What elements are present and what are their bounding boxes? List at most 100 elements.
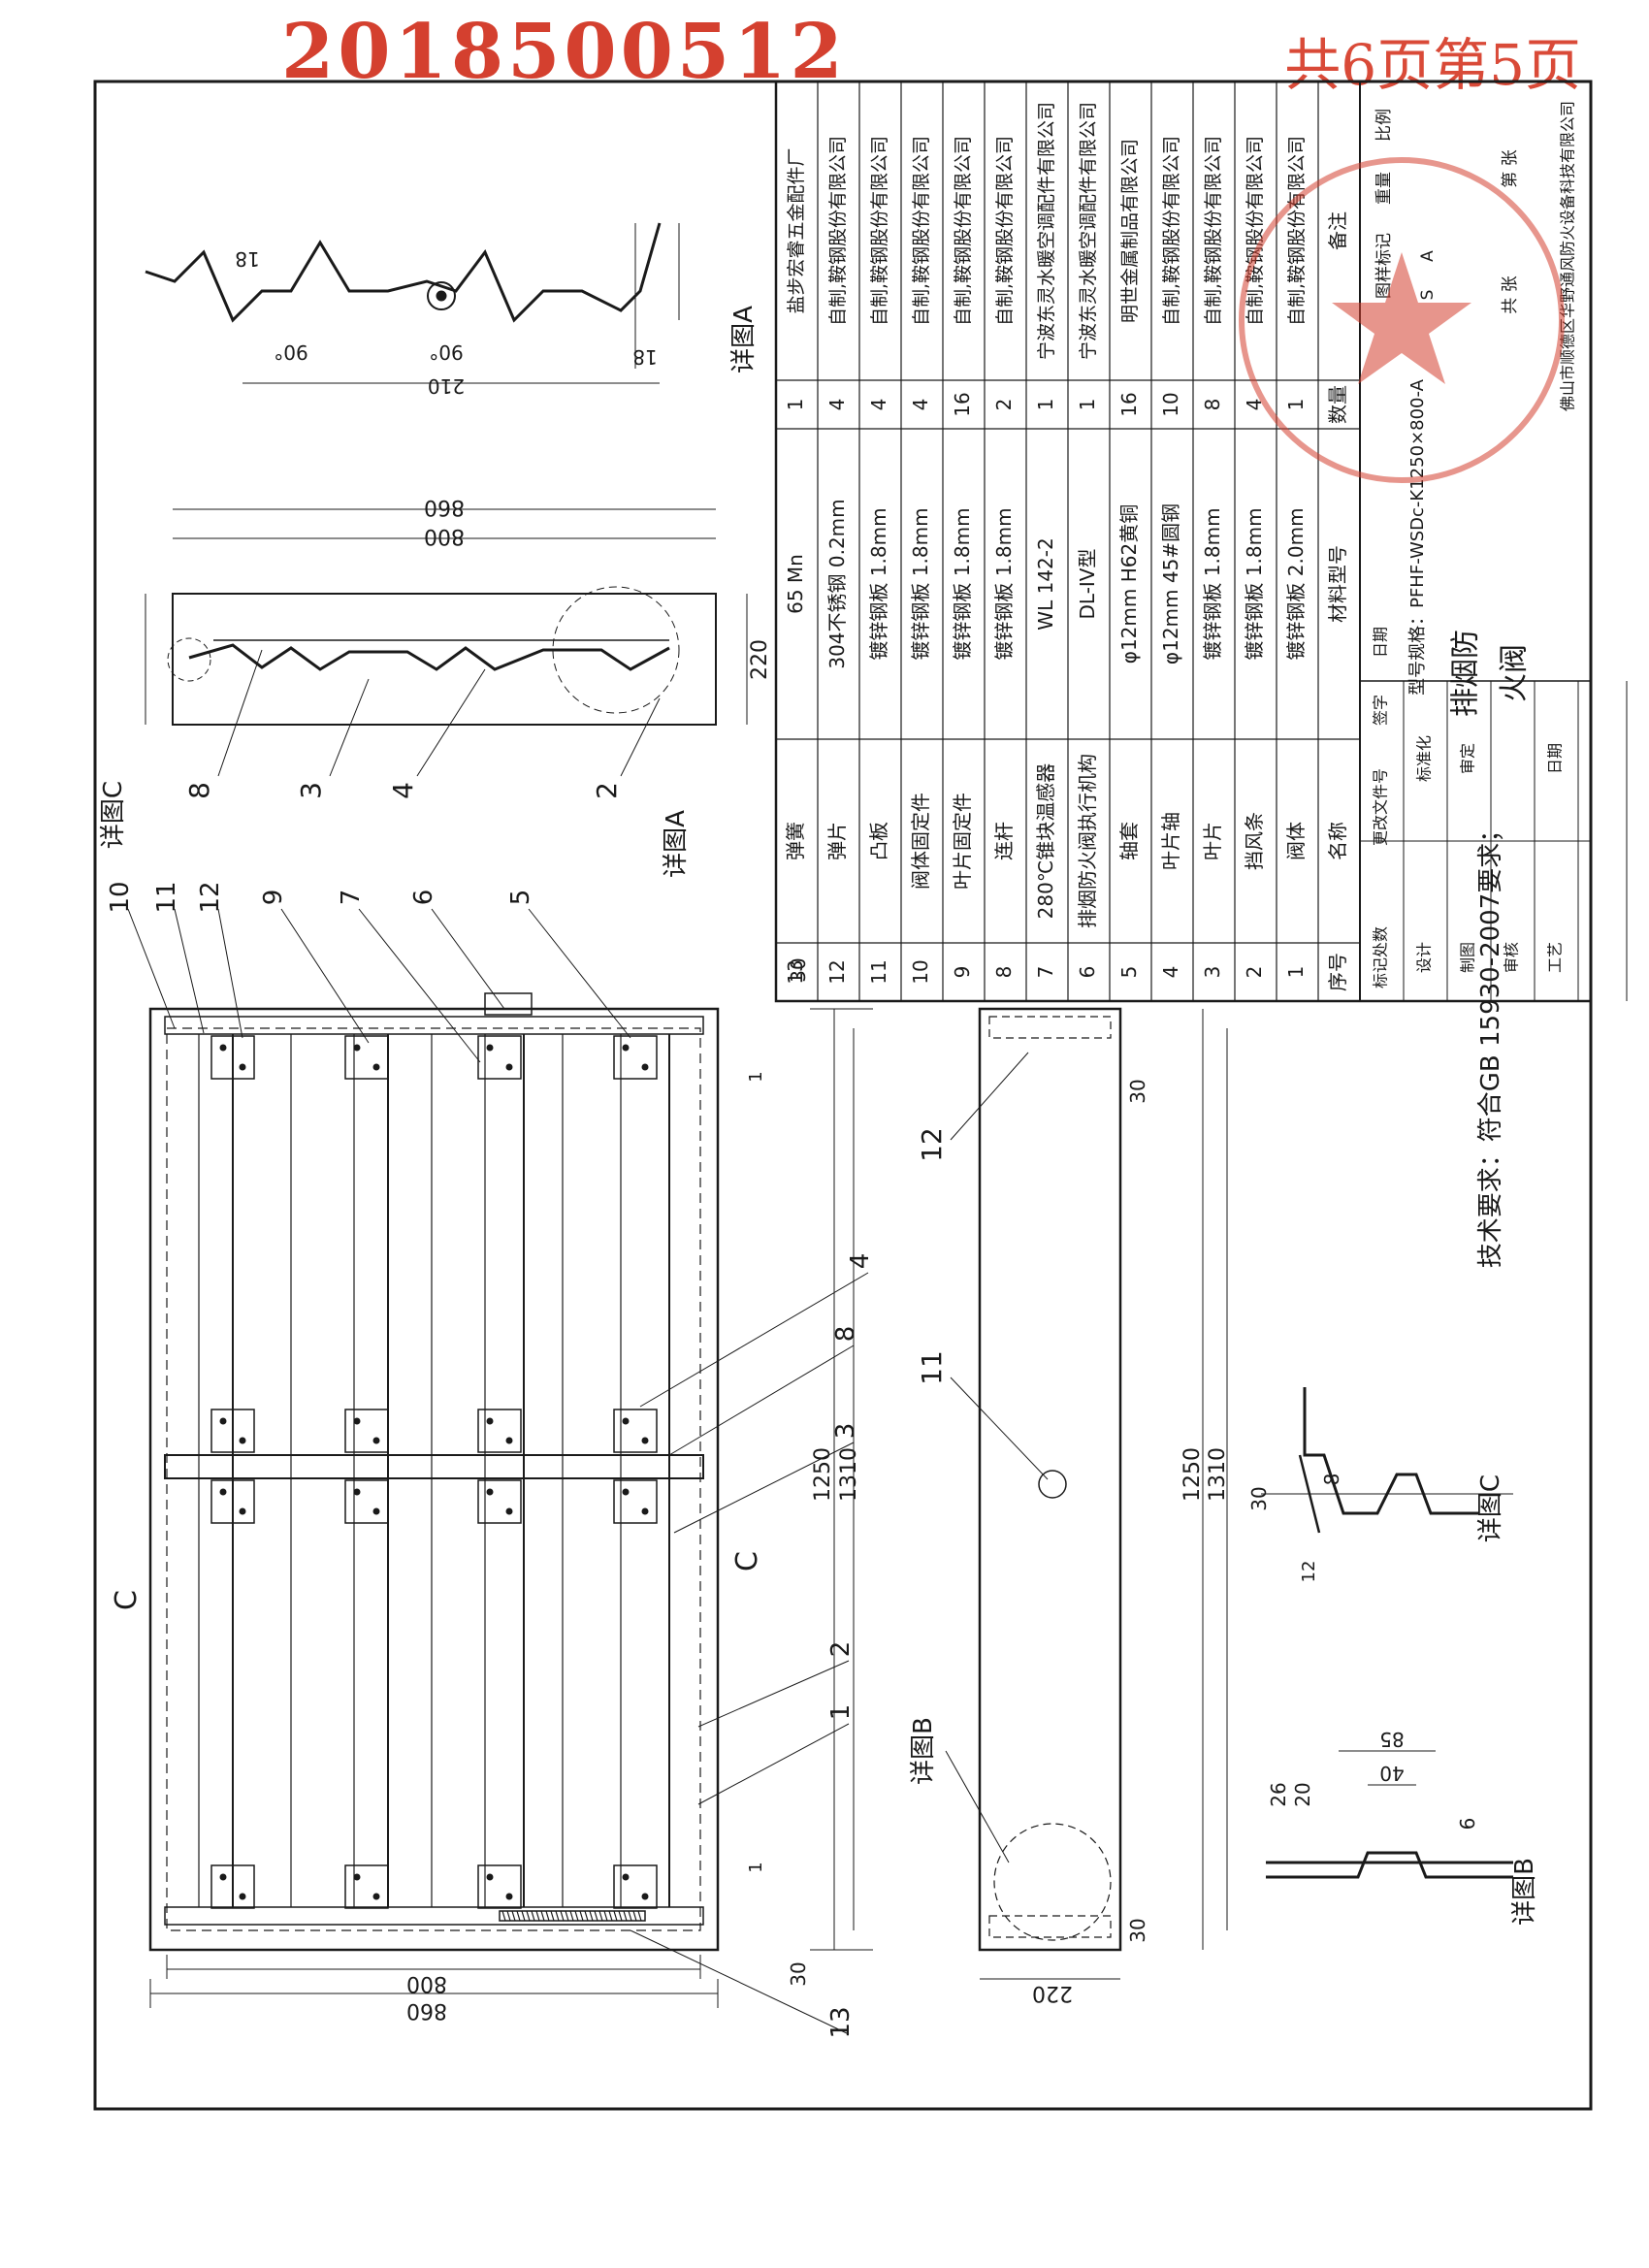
tb-total: 共 张 (1501, 275, 1520, 313)
side-body (978, 1007, 1122, 1952)
bom-cell-seq: 10 (909, 959, 932, 984)
callout-label: 7 (337, 890, 366, 906)
bom-cell-qty: 4 (909, 399, 932, 411)
tb-sheet: 第 张 (1501, 149, 1520, 187)
bom-cell-material: WL 142-2 (1034, 537, 1057, 630)
bolt (622, 1417, 630, 1425)
bolt (486, 1873, 494, 1881)
bom-cell-seq: 8 (992, 966, 1016, 979)
bolt (239, 1507, 246, 1515)
drawing-border (93, 80, 1593, 2111)
bom-cell-name: 轴套 (1117, 822, 1141, 860)
tb-review: 审核 (1503, 942, 1521, 973)
bom-cell-qty: 1 (1034, 399, 1057, 411)
bracket (477, 1864, 522, 1909)
spring-coil (598, 1910, 603, 1922)
top-flange (164, 1016, 704, 1035)
tb-craft: 工艺 (1546, 942, 1565, 973)
spring-coil (632, 1910, 637, 1922)
bolt (641, 1893, 649, 1900)
bom-cell-material: 镀锌钢板 1.8mm (867, 507, 890, 660)
bom-cell-name: 挡风条 (1243, 812, 1266, 870)
callout-leader (127, 908, 176, 1029)
bolt (219, 1873, 227, 1881)
bom-cell-qty: 1 (784, 399, 807, 411)
bom-cell-note: 自制,鞍钢股份有限公司 (994, 136, 1016, 326)
bom-cell-material: φ12mm H62黄铜 (1117, 504, 1141, 664)
section-view-labels: 860 800 220 8 3 4 2 详图C 详图A (99, 495, 772, 878)
tb-date: 日期 (1372, 627, 1390, 658)
bom-cell-name: 弹片 (825, 822, 849, 860)
bracket (344, 1409, 389, 1453)
callout-label: 10 (106, 881, 135, 913)
detail-c-title: 详图C (1476, 1474, 1505, 1542)
page-count: 共6页第5页 (1284, 32, 1581, 98)
spring-coil (516, 1910, 521, 1922)
spring-coil (613, 1910, 618, 1922)
bom-cell-note: 自制,鞍钢股份有限公司 (869, 136, 890, 326)
bom-cell-name: 阀体 (1284, 822, 1308, 860)
bolt (505, 1507, 513, 1515)
detail-b-dim-6: 6 (1456, 1818, 1479, 1831)
callout-leader (358, 908, 481, 1063)
bom-cell-material: φ12mm 45#圆钢 (1159, 503, 1182, 664)
section-callout-3: 3 (295, 782, 327, 799)
detail-a-labels: 210 18 18 90° 90° 详图A (235, 247, 759, 398)
bom-cell-note: 自制,鞍钢股份有限公司 (1245, 136, 1266, 326)
detail-a-dim-18a: 18 (235, 247, 259, 271)
spring-coil (603, 1910, 608, 1922)
callout-leader (280, 908, 370, 1044)
bolt (219, 1044, 227, 1052)
spring-coil (545, 1910, 550, 1922)
bom-cell-seq: 6 (1076, 966, 1099, 979)
bolt (353, 1417, 361, 1425)
dim-bottom-30: 30 (787, 1961, 810, 1986)
callout-leader (630, 1929, 850, 2035)
tb-audit: 审定 (1459, 743, 1477, 774)
side-dim-1310: 1310 (1206, 1447, 1230, 1502)
bom-cell-qty: 4 (1243, 399, 1266, 411)
spring-coil (579, 1910, 584, 1922)
bolt (372, 1437, 380, 1444)
callout-leader (697, 1723, 850, 1805)
callout-leader (528, 908, 631, 1039)
bom-cell-material: 镀锌钢板 2.0mm (1284, 507, 1308, 660)
callout-leader (697, 1660, 850, 1728)
tb-design: 设计 (1415, 942, 1434, 973)
section-dim-220: 220 (748, 639, 772, 680)
spring-coil (550, 1910, 555, 1922)
detail-b-labels: 26 20 85 40 6 详图B (1267, 1728, 1539, 1926)
bracket (477, 1409, 522, 1453)
bracket (344, 1864, 389, 1909)
spring-coil (555, 1910, 560, 1922)
bolt (505, 1063, 513, 1071)
dim-top-30: 30 (787, 957, 810, 982)
shaft-hole (1038, 1470, 1067, 1499)
spring-coil (501, 1910, 506, 1922)
bolt (353, 1488, 361, 1496)
callout-leader (431, 908, 505, 1010)
bom-cell-qty: 2 (992, 399, 1016, 411)
spring-coil (526, 1910, 531, 1922)
bom-cell-note: 明世金属制品有限公司 (1119, 139, 1141, 323)
spring-coil (584, 1910, 589, 1922)
section-dim-800: 800 (424, 524, 465, 548)
side-dim-30-top: 30 (1126, 1079, 1149, 1103)
bom-cell-qty: 16 (1117, 392, 1141, 416)
detail-b-title: 详图B (1510, 1858, 1539, 1926)
bom-cell-qty: 1 (1076, 399, 1099, 411)
callout-label: 12 (196, 881, 225, 913)
bom-cell-seq: 2 (1243, 966, 1266, 979)
bracket (210, 1035, 255, 1080)
bracket (210, 1409, 255, 1453)
tb-product-2: 火阀 (1498, 644, 1532, 702)
bom-cell-seq: 11 (867, 959, 890, 984)
callout-leader (668, 1345, 855, 1456)
bom-cell-seq: 4 (1159, 966, 1182, 979)
bom-cell-seq: 7 (1034, 966, 1057, 979)
bom-cell-name: 叶片 (1201, 822, 1224, 860)
detail-a-circle (552, 586, 680, 714)
dim-860: 860 (406, 1998, 447, 2023)
section-frame (172, 593, 717, 726)
